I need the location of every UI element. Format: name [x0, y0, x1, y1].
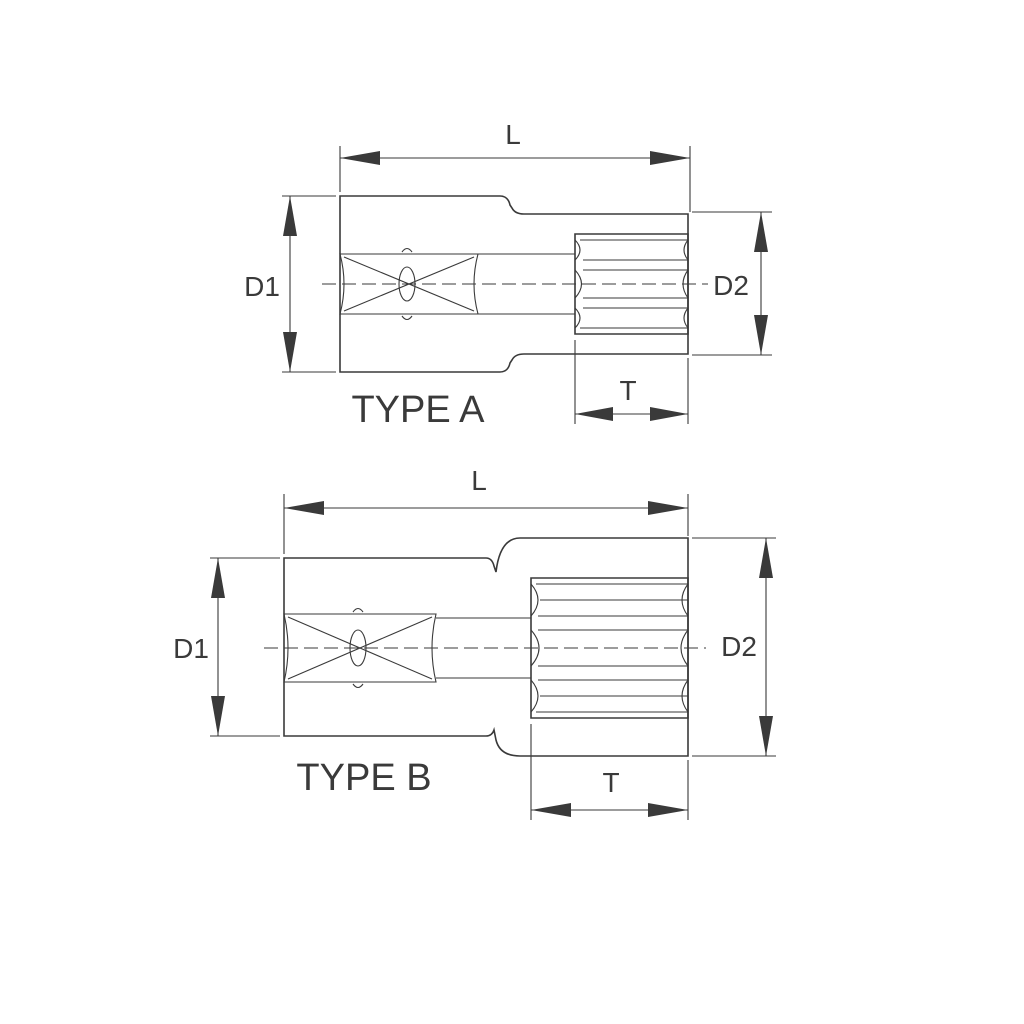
label-d1: D1: [173, 633, 209, 664]
dimension-l: [283, 494, 689, 554]
label-d2: D2: [713, 270, 749, 301]
figure-type-b: L D1 D2 T TYPE B: [173, 465, 776, 820]
dimension-d1: [282, 195, 336, 373]
dimension-l: [339, 146, 691, 212]
type-a-label: TYPE A: [351, 389, 485, 431]
label-t: T: [619, 375, 636, 406]
socket-body-outline: [339, 195, 689, 373]
dimension-d2: [692, 211, 772, 356]
label-d2: D2: [721, 631, 757, 662]
label-t: T: [602, 767, 619, 798]
twelve-point-socket: [530, 577, 689, 719]
dimension-t: [574, 340, 689, 424]
socket-body-outline: [283, 537, 689, 757]
figure-type-a: L D1 D2 T TYPE A: [244, 119, 772, 431]
square-drive-cavity: [283, 613, 437, 683]
label-l: L: [471, 465, 487, 496]
dimension-d1: [210, 557, 280, 737]
twelve-point-socket: [574, 233, 689, 335]
label-l: L: [505, 119, 521, 150]
label-d1: D1: [244, 271, 280, 302]
type-b-label: TYPE B: [296, 757, 431, 799]
dimension-d2: [692, 537, 776, 757]
dimension-t: [530, 724, 689, 820]
